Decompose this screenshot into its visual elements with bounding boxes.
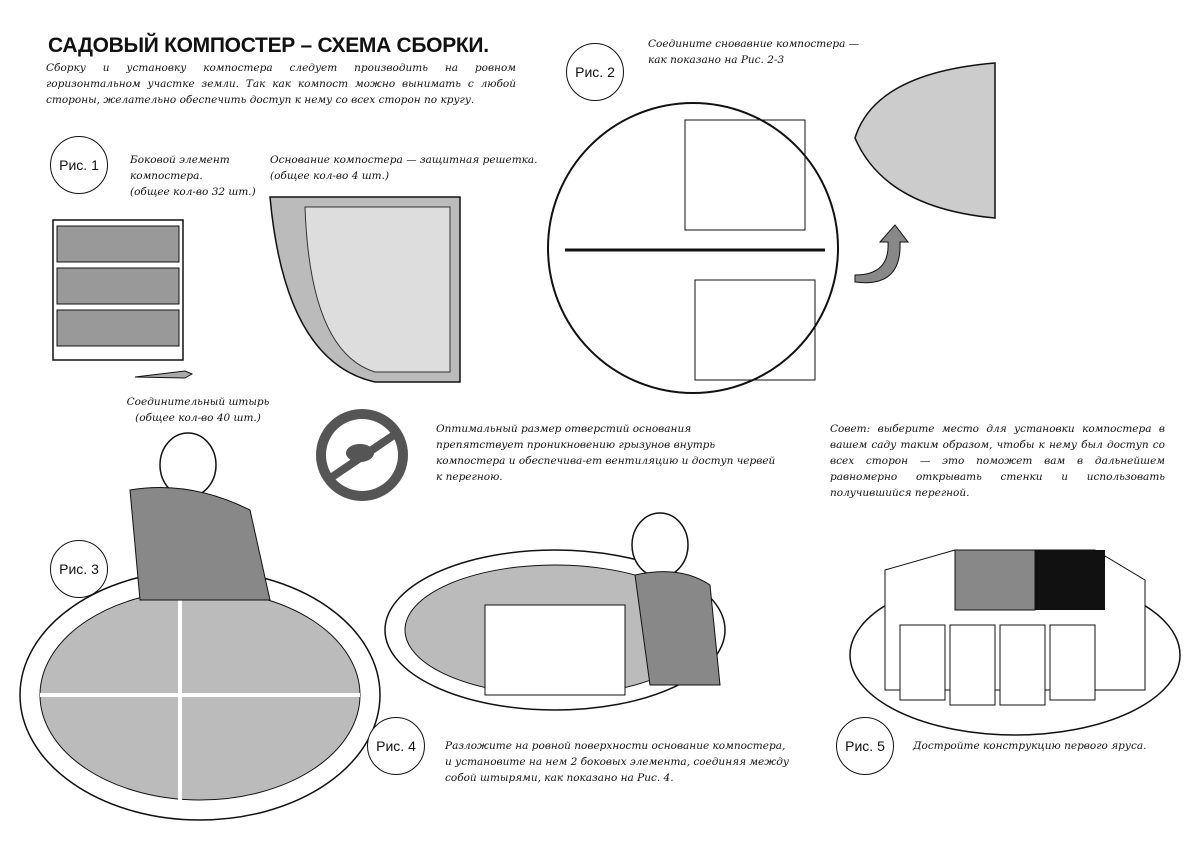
base-count: (общее кол-во 4 шт.) (270, 170, 390, 182)
fig2-caption-1: Соедините сновавние компостера — (648, 38, 860, 50)
base-caption-text: Основание компостера — защитная решетка. (270, 154, 538, 166)
side-element-illustration (52, 219, 184, 361)
fig2-caption-2: как показано на Рис. 2-3 (648, 54, 785, 66)
fig4-illustration (384, 512, 726, 711)
side-caption: Боковой элемент компостера. (130, 154, 230, 182)
fig2-caption: Соедините сновавние компостера — как пока… (648, 36, 868, 68)
fig1-label: Рис. 1 (50, 136, 108, 194)
fig3-label: Рис. 3 (50, 540, 108, 598)
page-title: САДОВЫЙ КОМПОСТЕР – СХЕМА СБОРКИ. (48, 34, 489, 57)
pin-caption-text: Соединительный штырь (126, 396, 270, 408)
pin-illustration (134, 370, 194, 379)
fig5-illustration (849, 549, 1181, 736)
fig3-illustration (19, 432, 381, 821)
tip-text: Совет: выберите место для установки комп… (830, 423, 1165, 499)
fig5-label: Рис. 5 (836, 717, 894, 775)
base-caption: Основание компостера — защитная решетка.… (270, 152, 590, 184)
assembled-base-illustration (854, 62, 996, 219)
side-element-caption: Боковой элемент компостера. (общее кол-во… (130, 152, 270, 200)
no-rodents-icon (316, 409, 408, 501)
rodent-note: Оптимальный размер отверстий основания п… (436, 423, 776, 483)
fig4-caption: Разложите на ровной поверхности основани… (445, 740, 789, 784)
zoom-detail-illustration (547, 102, 839, 394)
base-grid-illustration (269, 196, 461, 383)
pin-caption: Соединительный штырь (общее кол-во 40 шт.… (118, 394, 278, 426)
arrow-icon (854, 224, 910, 284)
pin-count: (общее кол-во 40 шт.) (135, 412, 261, 424)
intro-text: Сборку и установку компостера следует пр… (46, 62, 516, 106)
fig5-caption: Достройте конструкцию первого яруса. (913, 740, 1147, 752)
side-count: (общее кол-во 32 шт.) (130, 186, 256, 198)
fig4-label: Рис. 4 (367, 717, 425, 775)
fig2-label: Рис. 2 (566, 43, 624, 101)
